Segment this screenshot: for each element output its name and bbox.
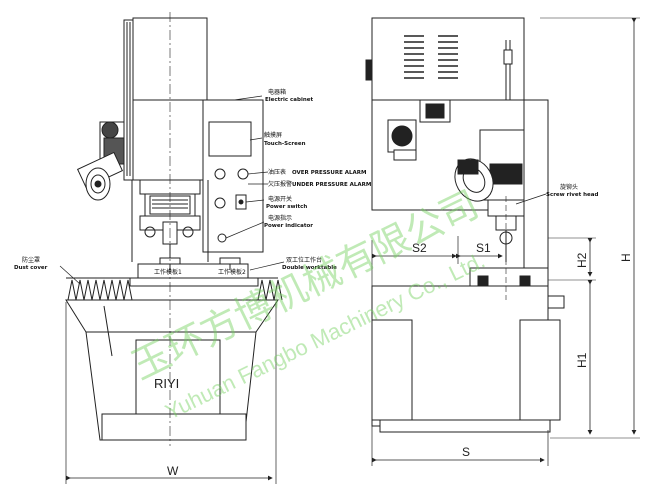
front-view (65, 12, 283, 484)
dim-H-label: H (619, 253, 633, 262)
double-worktable-label-en: Double worktable (282, 265, 337, 271)
double-worktable-label-cn: 双工位工作台 (286, 256, 322, 264)
power-indicator-label-cn: 电源指示 (268, 214, 292, 222)
brand-logo: RIYI (154, 376, 179, 391)
worktable-left-label: 工作模板1 (154, 268, 182, 276)
touch-screen-label-en: Touch-Screen (264, 141, 306, 147)
dust-cover-label-en: Dust cover (14, 265, 48, 271)
electric-cabinet-label-cn: 电器箱 (268, 88, 286, 96)
touch-screen-label-cn: 触摸屏 (264, 131, 282, 139)
power-switch-label-cn: 电源开关 (268, 195, 292, 203)
power-indicator-label-en: Power indicator (264, 223, 313, 229)
screw-rivet-head-label-cn: 旋铆头 (560, 183, 578, 191)
worktable-right-label: 工作模板2 (218, 268, 246, 276)
dim-H1-label: H1 (575, 352, 589, 368)
under-pressure-label-en: UNDER PRESSURE ALARM (292, 182, 371, 188)
under-pressure-label-cn: 欠压报警 (268, 180, 292, 188)
dim-S1-label: S1 (476, 241, 491, 255)
dim-S2-label: S2 (412, 241, 427, 255)
side-view (365, 17, 640, 466)
side-view-labels: 旋铆头 Screw rivet head S2 S1 S H H2 H1 (412, 183, 633, 459)
dim-S-label: S (462, 445, 470, 459)
dust-cover-label-cn: 防尘罩 (22, 256, 40, 264)
dim-W-label: W (167, 464, 179, 478)
over-pressure-label-en: OVER PRESSURE ALARM (292, 170, 367, 176)
dim-H2-label: H2 (575, 252, 589, 268)
screw-rivet-head-label-en: Screw rivet head (546, 192, 598, 198)
electric-cabinet-label-en: Electric cabinet (265, 97, 313, 103)
over-pressure-label-cn: 油压表 (268, 168, 286, 176)
power-switch-label-en: Power switch (266, 204, 307, 210)
front-view-labels: 电器箱 Electric cabinet 触摸屏 Touch-Screen 油压… (14, 88, 371, 478)
